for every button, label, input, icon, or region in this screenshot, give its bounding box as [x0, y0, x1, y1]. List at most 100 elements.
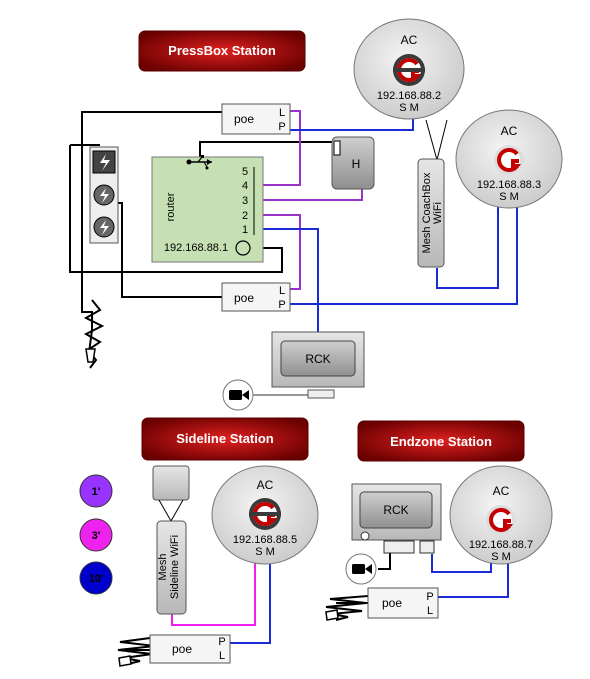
poe-label: poe	[234, 291, 254, 305]
camera-icon	[345, 553, 377, 585]
poe-label: poe	[234, 112, 254, 126]
ethernet-port-icon	[419, 540, 435, 554]
ap-ip: 192.168.88.2	[377, 90, 441, 102]
cable-length-legend: 1' 3' 10'	[79, 474, 113, 595]
ap-ports: S M	[499, 191, 519, 203]
power-cord-squiggle-endzone	[325, 595, 369, 621]
rck-power-port-icon	[360, 531, 370, 541]
station-title-endzone: Endzone Station	[357, 420, 525, 462]
hub: H	[331, 136, 375, 190]
serial-port-icon	[383, 540, 415, 554]
legend-3ft: 3'	[79, 518, 113, 552]
cable-blue-coachbox	[436, 206, 499, 289]
poe-injector-endzone: poe P L	[367, 587, 439, 619]
power-outlet-icon	[93, 216, 115, 238]
ap-ports: S M	[255, 546, 275, 558]
ap-label: AC	[493, 484, 510, 498]
mesh-sideline-label-line1: Mesh	[157, 554, 169, 581]
wires	[69, 110, 518, 651]
ap-ip: 192.168.88.7	[469, 539, 533, 551]
router-power-port-icon	[235, 240, 251, 256]
power-strip	[89, 146, 119, 244]
ac-logo-icon	[486, 505, 516, 535]
power-plug-endzone	[325, 609, 339, 621]
poe-label: poe	[382, 596, 402, 610]
cable-blue-sideline	[230, 563, 271, 644]
poe-lan-port: L	[279, 107, 285, 119]
poe-poe-port: P	[278, 121, 285, 133]
cable-blue-poe-bottom-ap	[290, 206, 518, 305]
mesh-coachbox-label-line2: WiFi	[432, 202, 444, 224]
power-plug-pressbox	[85, 348, 96, 363]
mesh-coachbox-label-line1: Mesh CoachBox	[421, 172, 433, 253]
cable-black-pd-loop	[69, 145, 283, 273]
cable-black-antenna-right	[436, 119, 448, 161]
rck-label: RCK	[383, 503, 408, 517]
legend-10ft-label: 10'	[89, 573, 104, 585]
router-port-1: 1	[242, 224, 248, 236]
station-title-pressbox: PressBox Station	[138, 30, 306, 72]
poe-poe-port: P	[426, 591, 433, 603]
usb-icon	[186, 155, 212, 170]
power-outlet-icon	[93, 184, 115, 206]
router: router 5 4 3 2 1 192.168.88.1	[151, 155, 264, 263]
ap-ports: S M	[399, 102, 419, 114]
ac-logo-icon	[393, 54, 425, 86]
hub-usb-port-icon	[333, 140, 341, 156]
cable-purple-port2	[263, 214, 301, 290]
rck-label: RCK	[305, 352, 330, 366]
cable-black-antenna-left	[425, 119, 438, 161]
mesh-sideline-antenna-icon	[152, 465, 190, 501]
ac-logo-icon	[249, 498, 281, 530]
legend-1ft-label: 1'	[92, 486, 101, 498]
ac-logo-icon	[494, 145, 524, 175]
cable-magenta-sideline	[171, 563, 256, 626]
access-point-sideline: AC 192.168.88.5 S M	[211, 465, 319, 565]
poe-poe-port: P	[278, 299, 285, 311]
hdmi-port-icon	[307, 389, 335, 399]
camera-icon	[222, 379, 254, 411]
router-port-4: 4	[242, 180, 248, 192]
station-title-sideline: Sideline Station	[141, 417, 309, 461]
mesh-coachbox: Mesh CoachBox WiFi	[417, 158, 445, 268]
legend-1ft: 1'	[79, 474, 113, 508]
rck-pressbox: RCK	[271, 331, 365, 399]
poe-lan-port: L	[427, 605, 433, 617]
station-title-endzone-label: Endzone Station	[390, 434, 492, 449]
router-ip: 192.168.88.1	[164, 242, 228, 254]
station-title-sideline-label: Sideline Station	[176, 431, 274, 446]
router-port-3: 3	[242, 195, 248, 207]
cable-black-poe-top	[81, 111, 222, 361]
poe-injector-sideline: poe P L	[149, 634, 231, 664]
cable-purple-port4	[263, 110, 301, 186]
poe-lan-port: L	[219, 650, 225, 662]
cable-black-endzone-camera	[378, 551, 391, 570]
rck-endzone: RCK	[351, 483, 442, 554]
mesh-sideline: Mesh Sideline WiFi	[152, 465, 190, 615]
cable-blue-port1	[263, 228, 319, 335]
poe-injector-bottom: poe L P	[221, 282, 291, 312]
ap-label: AC	[501, 124, 518, 138]
router-label: router	[165, 192, 177, 221]
poe-lan-port: L	[279, 285, 285, 297]
access-point-pressbox-main: AC 192.168.88.2 S M	[353, 18, 465, 120]
poe-injector-top: poe L P	[221, 103, 291, 135]
ap-label: AC	[401, 33, 418, 47]
power-plug-sideline	[118, 655, 132, 667]
router-port-5: 5	[242, 166, 248, 178]
poe-poe-port: P	[218, 636, 225, 648]
ap-ports: S M	[491, 551, 511, 563]
router-port-2: 2	[242, 210, 248, 222]
access-point-endzone: AC 192.168.88.7 S M	[449, 465, 553, 565]
power-cord-squiggle-sideline	[117, 637, 156, 665]
ap-ip: 192.168.88.5	[233, 534, 297, 546]
hub-label: H	[352, 157, 361, 171]
access-point-pressbox-coachbox: AC 192.168.88.3 S M	[455, 109, 563, 209]
station-title-pressbox-label: PressBox Station	[168, 43, 276, 58]
mesh-sideline-label-line2: Sideline WiFi	[169, 535, 181, 599]
legend-3ft-label: 3'	[92, 530, 101, 542]
cable-blue-endzone-mesh	[431, 554, 492, 573]
legend-10ft: 10'	[79, 561, 113, 595]
ap-ip: 192.168.88.3	[477, 179, 541, 191]
ap-label: AC	[257, 478, 274, 492]
